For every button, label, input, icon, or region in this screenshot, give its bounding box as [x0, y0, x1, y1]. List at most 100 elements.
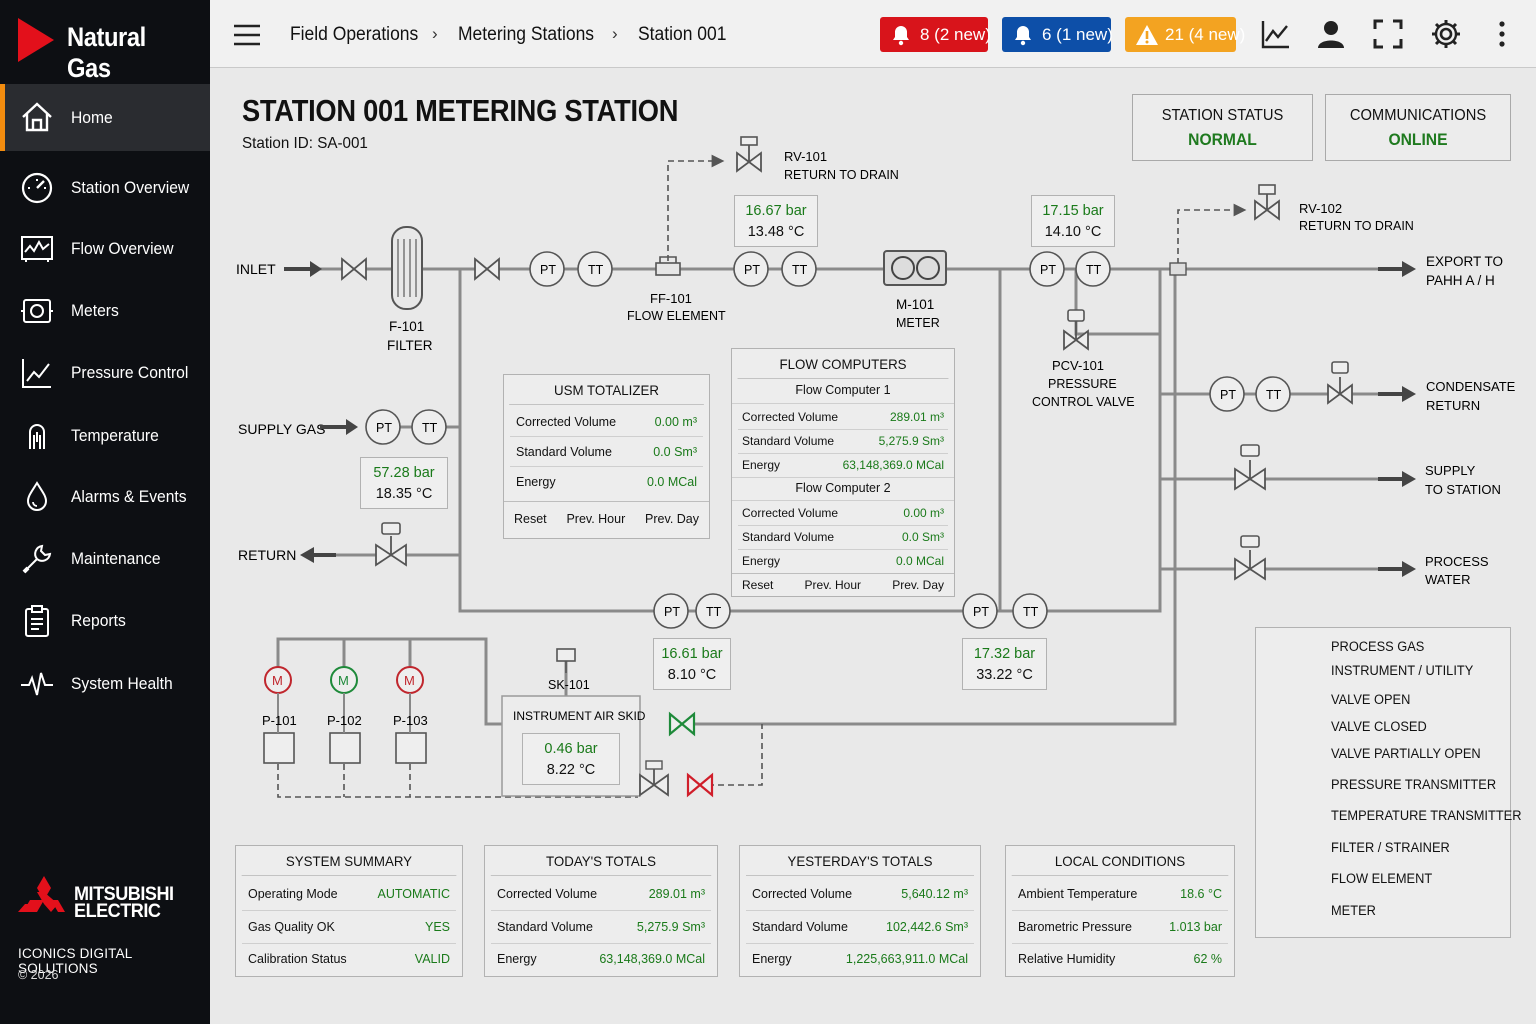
fullscreen-icon[interactable]: [1372, 18, 1404, 50]
relief-valve-rv101[interactable]: [736, 136, 762, 173]
valve-after-filter[interactable]: [474, 257, 500, 281]
meter-name: METER: [896, 316, 940, 330]
footer-company: ICONICS DIGITAL SOLUTIONS: [18, 946, 133, 976]
legend-meter: METER: [1331, 903, 1376, 918]
sidebar-item-reports[interactable]: Reports: [0, 590, 210, 652]
tt-transmitter-supply[interactable]: TT: [411, 409, 447, 445]
pump-p102[interactable]: M: [329, 666, 361, 764]
reading-box-ff101: 16.67 bar 13.48 °C: [734, 195, 818, 247]
breadcrumb-field-operations[interactable]: Field Operations: [290, 24, 419, 45]
skid-valve-closed[interactable]: [686, 772, 714, 798]
gauge-icon: [21, 172, 53, 204]
flow-computer-2-title: Flow Computer 2: [795, 481, 891, 495]
row-key: Operating Mode: [248, 887, 338, 901]
alarm-badge-critical[interactable]: 8 (2 new): [880, 17, 991, 52]
top-bar: Field Operations › Metering Stations › S…: [210, 0, 1536, 68]
supply-station-valve[interactable]: [1234, 444, 1266, 491]
fc-reset-button[interactable]: Reset: [742, 578, 774, 592]
pump-p103[interactable]: M: [395, 666, 427, 764]
relief-valve-rv102[interactable]: [1254, 184, 1280, 221]
gear-icon[interactable]: [1430, 18, 1462, 50]
alarm-badge-warning[interactable]: 21 (4 new): [1125, 17, 1245, 52]
return-valve[interactable]: [375, 522, 407, 567]
flow-computer-1-title: Flow Computer 1: [795, 383, 891, 397]
fc-prev-hour-button[interactable]: Prev. Hour: [804, 578, 862, 592]
condensate-valve[interactable]: [1327, 361, 1353, 405]
tt-transmitter-3[interactable]: TT: [1075, 251, 1111, 287]
pt-transmitter-5[interactable]: PT: [653, 593, 689, 629]
row-key: Corrected Volume: [752, 887, 853, 901]
rv102-instrument-line: [1177, 203, 1247, 264]
pt-transmitter-6[interactable]: PT: [962, 593, 998, 629]
logo-line2: ELECTRIC: [74, 901, 161, 922]
alarm-badge-info[interactable]: 6 (1 new): [1002, 17, 1113, 52]
tt-transmitter-4[interactable]: TT: [1255, 376, 1291, 412]
pressure-control-valve-pcv101[interactable]: [1063, 309, 1089, 351]
tt-transmitter-2[interactable]: TT: [781, 251, 817, 287]
sidebar-item-meters[interactable]: Meters: [0, 280, 210, 342]
usm-reset-button[interactable]: Reset: [514, 512, 547, 526]
temperature-reading: 13.48 °C: [747, 224, 805, 240]
brand[interactable]: Natural Gas: [0, 0, 210, 83]
tee-fitting: [1169, 262, 1187, 276]
tt-transmitter-5[interactable]: TT: [695, 593, 731, 629]
row-value: 1.013 bar: [1169, 920, 1222, 934]
right-loop-pipe: [1000, 269, 1162, 613]
warning-icon: [1136, 25, 1158, 45]
tt-label: TT: [422, 421, 438, 435]
process-water-valve[interactable]: [1234, 535, 1266, 581]
breadcrumb-metering-stations[interactable]: Metering Stations: [458, 24, 595, 45]
tt-label: TT: [792, 263, 808, 277]
sidebar-item-label: Flow Overview: [71, 239, 174, 258]
sidebar-item-alarms-events[interactable]: Alarms & Events: [0, 466, 210, 528]
inlet-valve[interactable]: [341, 257, 367, 281]
skid-utility-line: [688, 724, 763, 786]
bell-icon: [1015, 26, 1031, 46]
skid-control-valve[interactable]: [639, 760, 669, 797]
fc-prev-day-button[interactable]: Prev. Day: [892, 578, 944, 592]
tt-transmitter-6[interactable]: TT: [1012, 593, 1048, 629]
skid-valve-open[interactable]: [668, 711, 696, 737]
sidebar-item-system-health[interactable]: System Health: [0, 652, 210, 716]
sidebar-item-maintenance[interactable]: Maintenance: [0, 528, 210, 590]
pt-transmitter-supply[interactable]: PT: [365, 409, 401, 445]
more-options-icon[interactable]: [1486, 18, 1518, 50]
sidebar-item-flow-overview[interactable]: Flow Overview: [0, 218, 210, 280]
temperature-reading: 8.10 °C: [667, 667, 717, 683]
tt-transmitter-1[interactable]: TT: [577, 251, 613, 287]
pt-transmitter-2[interactable]: PT: [733, 251, 769, 287]
pump-tag-2: P-102: [327, 713, 362, 728]
user-icon[interactable]: [1315, 18, 1347, 50]
home-icon: [22, 102, 52, 132]
row-key: Energy: [752, 952, 792, 966]
pt-label: PT: [973, 605, 989, 619]
usm-prev-day-button[interactable]: Prev. Day: [645, 512, 699, 526]
pt-transmitter-4[interactable]: PT: [1209, 376, 1245, 412]
row-key: Corrected Volume: [742, 410, 839, 424]
filter-f101[interactable]: [391, 226, 423, 310]
trend-chart-icon[interactable]: [1260, 18, 1292, 50]
sidebar-item-station-overview[interactable]: Station Overview: [0, 156, 210, 220]
sidebar-item-pressure-control[interactable]: Pressure Control: [0, 342, 210, 404]
pump-drops: [276, 639, 412, 669]
pt-transmitter-1[interactable]: PT: [529, 251, 565, 287]
sk101-instrument[interactable]: [556, 648, 576, 673]
pt-transmitter-3[interactable]: PT: [1029, 251, 1065, 287]
pt-label: PT: [1040, 263, 1056, 277]
mitsubishi-diamonds-icon: [18, 876, 65, 912]
usm-prev-hour-button[interactable]: Prev. Hour: [566, 512, 626, 526]
legend-filter-strainer: FILTER / STRAINER: [1331, 840, 1450, 855]
condensate-label-1: CONDENSATE: [1426, 379, 1516, 394]
hamburger-menu-icon[interactable]: [234, 24, 260, 46]
sidebar-item-temperature[interactable]: Temperature: [0, 404, 210, 468]
legend-process-gas: PROCESS GAS: [1331, 639, 1425, 654]
meter-m101[interactable]: [883, 250, 947, 286]
row-value: 5,275.9 Sm³: [878, 434, 944, 448]
pump-p101[interactable]: M: [263, 666, 295, 764]
sidebar-item-home[interactable]: Home: [0, 84, 210, 151]
flow-element-ff101[interactable]: [655, 256, 681, 276]
